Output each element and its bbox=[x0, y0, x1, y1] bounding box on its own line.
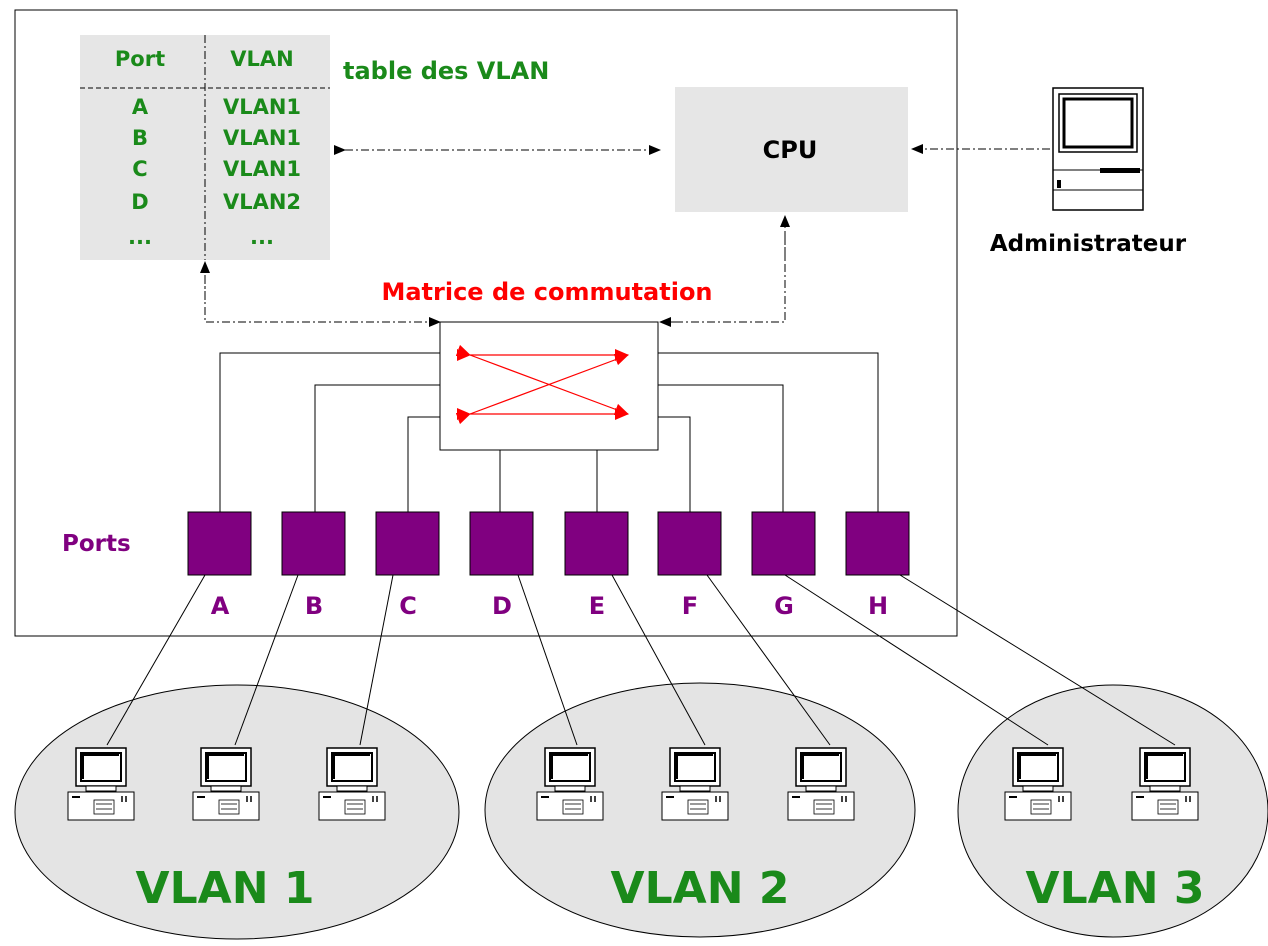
cpu-label: CPU bbox=[763, 136, 818, 164]
vlan-table-port-cell: C bbox=[132, 157, 147, 181]
vlan-table-port-cell: D bbox=[131, 190, 148, 214]
workstation-computer bbox=[661, 747, 729, 821]
vlan-table-header-port: Port bbox=[115, 47, 165, 71]
control-links bbox=[200, 144, 1050, 327]
port-label: E bbox=[589, 592, 605, 620]
workstation-computer bbox=[1131, 747, 1199, 821]
workstation-computer bbox=[787, 747, 855, 821]
workstation-computer bbox=[536, 747, 604, 821]
ports: A B C D E F G H bbox=[187, 511, 910, 620]
table-matrix-link bbox=[204, 275, 441, 327]
admin-label: Administrateur bbox=[990, 231, 1187, 257]
port-label: B bbox=[305, 592, 323, 620]
vlan-table-vlan-cell: VLAN1 bbox=[223, 157, 301, 181]
vlan-table-port-cell: B bbox=[132, 126, 148, 150]
vlan-table-port-cell: ... bbox=[128, 225, 152, 249]
cpu-box bbox=[675, 87, 908, 212]
port-g bbox=[751, 511, 816, 576]
matrix-label: Matrice de commutation bbox=[381, 278, 712, 306]
port-pc-links bbox=[106, 574, 1176, 746]
vlan-table-vlan-cell: VLAN2 bbox=[223, 190, 301, 214]
port-label: C bbox=[399, 592, 417, 620]
workstation-computer bbox=[318, 747, 386, 821]
vlan2-label: VLAN 2 bbox=[611, 863, 790, 914]
workstation-computer bbox=[1004, 747, 1072, 821]
port-e bbox=[564, 511, 629, 576]
port-label: H bbox=[868, 592, 888, 620]
port-b bbox=[281, 511, 346, 576]
admin-computer bbox=[1052, 87, 1144, 211]
vlan-table-title: table des VLAN bbox=[343, 57, 549, 85]
port-label: G bbox=[774, 592, 794, 620]
cpu-matrix-link bbox=[662, 232, 786, 323]
port-label: D bbox=[492, 592, 512, 620]
port-label: A bbox=[211, 592, 230, 620]
port-label: F bbox=[682, 592, 698, 620]
port-h bbox=[845, 511, 910, 576]
vlan-table-vlan-cell: VLAN1 bbox=[223, 126, 301, 150]
port-matrix-wiring bbox=[219, 352, 879, 512]
vlan-table-port-cell: A bbox=[132, 95, 149, 119]
vlan-table-header-vlan: VLAN bbox=[230, 47, 293, 71]
port-c bbox=[375, 511, 440, 576]
ports-label: Ports bbox=[62, 531, 131, 557]
workstation-computer bbox=[67, 747, 135, 821]
port-a bbox=[187, 511, 252, 576]
switching-matrix bbox=[439, 321, 659, 451]
vlan1-label: VLAN 1 bbox=[136, 863, 315, 914]
vlan-table-vlan-cell: VLAN1 bbox=[223, 95, 301, 119]
vlan3-label: VLAN 3 bbox=[1026, 863, 1205, 914]
port-d bbox=[469, 511, 534, 576]
vlan-table-vlan-cell: ... bbox=[250, 225, 274, 249]
port-f bbox=[657, 511, 722, 576]
workstation-computer bbox=[192, 747, 260, 821]
matrix-crossing-arrows bbox=[455, 344, 629, 425]
